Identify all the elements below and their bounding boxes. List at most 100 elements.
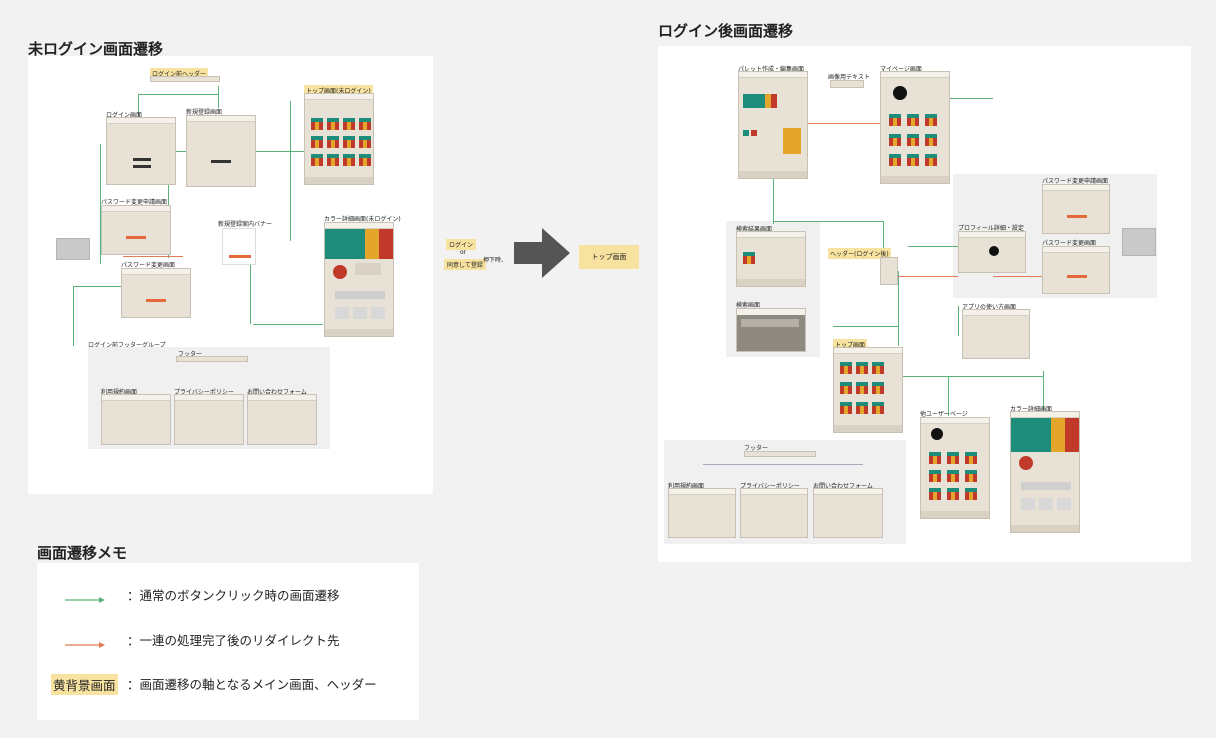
panel-logged-in: パレット作成・編集画面 画像用テキスト マイページ画面 検索結果画面 検索画面 … bbox=[658, 46, 1191, 562]
connector bbox=[250, 256, 251, 324]
screen-top-not-logged-in[interactable] bbox=[304, 93, 374, 185]
screen-privacy[interactable] bbox=[174, 394, 244, 445]
connector bbox=[773, 179, 774, 224]
label-pw-change-logged: パスワード変更画面 bbox=[1042, 240, 1097, 247]
label-signup-banner: 新規登録案内バナー bbox=[218, 221, 273, 228]
avatar bbox=[989, 246, 999, 256]
redirect-connector bbox=[898, 276, 958, 277]
screen-header-logged-in[interactable] bbox=[880, 257, 898, 285]
screen-privacy-logged[interactable] bbox=[740, 488, 808, 538]
screen-search[interactable] bbox=[736, 308, 806, 352]
connector bbox=[898, 271, 899, 346]
memo-yellow-description: ：画面遷移の軸となるメイン画面、ヘッダー bbox=[127, 677, 377, 692]
section-title-memo: 画面遷移メモ bbox=[37, 544, 128, 562]
orange-arrow-icon bbox=[65, 634, 105, 648]
connector bbox=[908, 246, 958, 247]
label-pw-request-logged: パスワード変更申請画面 bbox=[1042, 178, 1109, 185]
screen-terms[interactable] bbox=[101, 394, 171, 445]
label-color-detail: カラー詳細画面 bbox=[1010, 406, 1053, 413]
section-title-not-logged-in: 未ログイン画面遷移 bbox=[28, 40, 164, 58]
avatar bbox=[931, 428, 943, 440]
connector bbox=[73, 286, 74, 346]
label-footer: フッター bbox=[178, 351, 203, 358]
label-image-text: 画像用テキスト bbox=[828, 74, 870, 81]
screen-login[interactable] bbox=[106, 117, 176, 185]
label-login: ログイン画面 bbox=[106, 112, 143, 119]
label-top-not-logged-in: トップ画面(未ログイン) bbox=[304, 85, 373, 96]
label-contact-logged: お問い合わせフォーム bbox=[813, 483, 873, 490]
label-color-detail-not-logged-in: カラー詳細画面(未ログイン) bbox=[324, 216, 401, 223]
connector bbox=[258, 151, 308, 152]
redirect-connector bbox=[803, 123, 883, 124]
screen-pw-change-logged[interactable] bbox=[1042, 246, 1110, 294]
connector bbox=[908, 98, 993, 99]
connector bbox=[290, 101, 291, 241]
arrow-icon bbox=[514, 228, 570, 278]
connector bbox=[1043, 371, 1044, 416]
label-mypage: マイページ画面 bbox=[880, 66, 922, 73]
screen-color-detail[interactable] bbox=[1010, 411, 1080, 533]
screen-color-detail-not-logged-in[interactable] bbox=[324, 222, 394, 337]
label-privacy: プライバシーポリシー bbox=[174, 389, 234, 396]
connector bbox=[218, 86, 219, 108]
connector bbox=[138, 94, 139, 116]
screen-other-user[interactable] bbox=[920, 417, 990, 519]
memo-redirect: ：一連の処理完了後のリダイレクト先 bbox=[127, 633, 340, 648]
label-terms-logged: 利用規約画面 bbox=[668, 483, 705, 490]
label-profile: プロフィール詳細・設定 bbox=[958, 225, 1024, 232]
screen-contact-logged[interactable] bbox=[813, 488, 883, 538]
memo-normal-transition: ：通常のボタンクリック時の画面遷移 bbox=[127, 588, 340, 603]
middle-pressed-text: 押下時、 bbox=[483, 257, 508, 264]
label-top-logged-in: トップ画面 bbox=[833, 339, 868, 350]
panel-memo: ：通常のボタンクリック時の画面遷移 ：一連の処理完了後のリダイレクト先 黄背景画… bbox=[37, 563, 419, 720]
screen-search-result[interactable] bbox=[736, 231, 806, 287]
connector bbox=[168, 148, 169, 258]
connector bbox=[253, 324, 323, 325]
screen-pw-request[interactable] bbox=[101, 205, 171, 255]
screen-howto[interactable] bbox=[962, 309, 1030, 359]
top-screen-button[interactable]: トップ画面 bbox=[579, 245, 639, 269]
label-footer-group: ログイン前フッターグループ bbox=[88, 342, 166, 349]
connector bbox=[868, 376, 1043, 377]
screen-header-before-login[interactable] bbox=[150, 76, 220, 82]
screen-top-logged-in[interactable] bbox=[833, 347, 903, 433]
label-header-before-login: ログイン前ヘッダー bbox=[150, 68, 209, 79]
screen-image-text[interactable] bbox=[830, 80, 864, 88]
middle-agree-button[interactable]: 同意して登録 bbox=[444, 259, 486, 270]
screen-signup-banner[interactable] bbox=[222, 228, 256, 265]
connector bbox=[958, 306, 959, 336]
connector bbox=[833, 326, 898, 327]
label-howto: アプリの使い方画面 bbox=[962, 304, 1017, 311]
screen-terms-logged[interactable] bbox=[668, 488, 736, 538]
label-search: 検索画面 bbox=[736, 302, 761, 309]
panel-not-logged-in: ログイン前ヘッダー ログイン画面 新規登録画面 トップ画面(未ログイン) パスワ… bbox=[28, 56, 433, 494]
connector bbox=[948, 376, 949, 416]
avatar bbox=[893, 86, 907, 100]
screen-pw-request-logged[interactable] bbox=[1042, 184, 1110, 234]
label-search-result: 検索結果画面 bbox=[736, 226, 773, 233]
connector bbox=[138, 94, 218, 95]
section-title-logged-in: ログイン後画面遷移 bbox=[658, 22, 794, 40]
screen-footer[interactable] bbox=[176, 356, 248, 362]
screen-footer-logged[interactable] bbox=[744, 451, 816, 457]
screen-profile[interactable] bbox=[958, 231, 1026, 273]
screen-modal-gray-logged bbox=[1122, 228, 1156, 256]
label-terms: 利用規約画面 bbox=[101, 389, 138, 396]
label-pw-request: パスワード変更申請画面 bbox=[101, 199, 168, 206]
screen-signup[interactable] bbox=[186, 115, 256, 187]
screen-modal-gray bbox=[56, 238, 90, 260]
connector bbox=[73, 286, 121, 287]
label-other-user: 他ユーザーページ bbox=[920, 411, 968, 418]
label-footer-logged: フッター bbox=[744, 445, 769, 452]
screen-contact[interactable] bbox=[247, 394, 317, 445]
connector bbox=[883, 221, 884, 266]
label-signup: 新規登録画面 bbox=[186, 109, 223, 116]
screen-palette[interactable] bbox=[738, 71, 808, 179]
screen-mypage[interactable] bbox=[880, 71, 950, 184]
middle-or: or bbox=[460, 249, 467, 256]
redirect-connector bbox=[123, 256, 183, 257]
label-privacy-logged: プライバシーポリシー bbox=[740, 483, 800, 490]
label-palette: パレット作成・編集画面 bbox=[738, 66, 805, 73]
screen-pw-change[interactable] bbox=[121, 268, 191, 318]
middle-login-button[interactable]: ログイン bbox=[446, 239, 477, 250]
